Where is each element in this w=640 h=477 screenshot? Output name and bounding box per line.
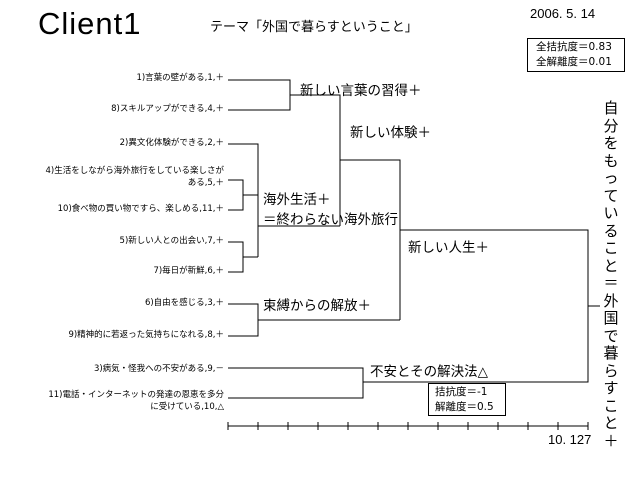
item-label: 9)精神的に若返った気持ちになれる,8,＋ [68, 330, 224, 340]
cluster-label-anxiety-solution: 不安とその解決法△ [370, 364, 488, 380]
item-label: 5)新しい人との出会い,7,＋ [119, 236, 224, 246]
item-label: 11)電話・インターネットの発達の恩恵を多分 に受けている,10,△ [48, 390, 224, 412]
overall-dissociation: 全解離度＝0.01 [536, 56, 612, 68]
scale-ticks [227, 422, 589, 430]
cluster-antagonism: 拮抗度＝-1 [435, 386, 488, 398]
dendrogram-link [228, 179, 244, 211]
dendrogram-link [228, 241, 244, 273]
item-label: 3)病気・怪我への不安がある,9,－ [93, 364, 224, 374]
cluster-label-endless-trip: ＝終わらない海外旅行 [263, 212, 398, 228]
item-label: 7)毎日が新鮮,6,＋ [153, 266, 224, 276]
overall-antagonism: 全拮抗度＝0.83 [536, 41, 612, 53]
cluster-label-new-language: 新しい言葉の習得＋ [300, 83, 422, 99]
client-title: Client1 [38, 6, 142, 41]
cluster-label-overseas-life: 海外生活＋ [263, 192, 331, 208]
overall-stats-box: 全拮抗度＝0.83 全解離度＝0.01 [527, 38, 625, 72]
dendrogram-link [290, 94, 341, 226]
cluster-label-new-life: 新しい人生＋ [408, 240, 489, 256]
date: 2006. 5. 14 [530, 6, 596, 21]
root-label: 自分をもっていること＝外国で暮らすこと＋ [603, 99, 619, 450]
item-label: 10)食べ物の買い物ですら、楽しめる,11,＋ [57, 204, 224, 214]
item-label: 8)スキルアップができる,4,＋ [111, 104, 224, 114]
dendrogram-link [228, 79, 291, 111]
cluster-dissociation: 解離度＝0.5 [435, 401, 494, 413]
dendrogram-link [340, 159, 401, 320]
cluster-stats-box: 拮抗度＝-1 解離度＝0.5 [428, 383, 506, 416]
cluster-label-liberation: 束縛からの解放＋ [263, 298, 371, 314]
cluster-label-new-experience: 新しい体験＋ [350, 125, 431, 141]
dendrogram-link [228, 303, 259, 337]
theme-title: テーマ「外国で暮らすということ」 [210, 20, 418, 35]
item-label: 2)異文化体験ができる,2,＋ [119, 138, 224, 148]
scale-max-label: 10. 127 [548, 432, 592, 447]
dendrogram-link [228, 367, 364, 399]
item-label: 1)言葉の壁がある,1,＋ [136, 73, 224, 83]
item-label: 6)自由を感じる,3,＋ [144, 298, 224, 308]
item-label: 4)生活をしながら海外旅行をしている楽しさが ある,5,＋ [45, 166, 224, 188]
